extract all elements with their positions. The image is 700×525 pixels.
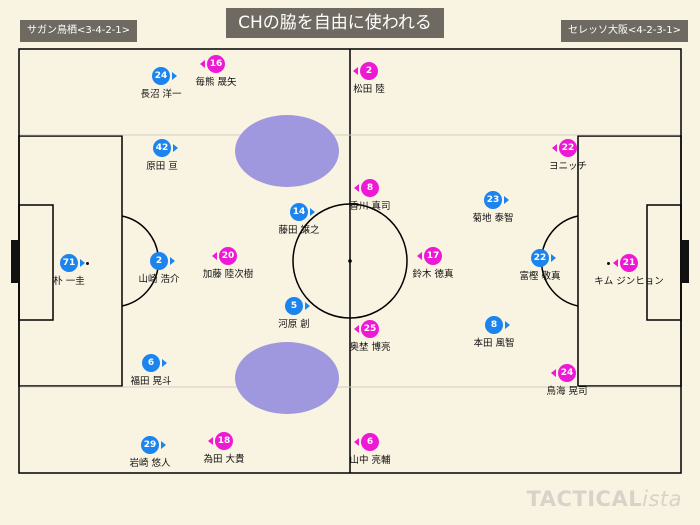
player-name: 毎熊 晟矢	[195, 77, 237, 88]
player-number: 8	[361, 179, 379, 197]
direction-arrow-icon	[305, 302, 310, 310]
center-circle	[292, 203, 408, 319]
direction-arrow-icon	[353, 67, 358, 75]
player-name: 藤田 譲之	[278, 225, 320, 236]
direction-arrow-icon	[551, 369, 556, 377]
ball-icon	[86, 261, 89, 265]
direction-arrow-icon	[170, 257, 175, 265]
player-name: 鈴木 徳真	[412, 269, 454, 280]
player-name: 富樫 敬真	[519, 271, 561, 282]
direction-arrow-icon	[208, 437, 213, 445]
right-goal-area	[646, 204, 682, 321]
player-name: 奥埜 博亮	[349, 342, 391, 353]
direction-arrow-icon	[417, 252, 422, 260]
player-number: 16	[207, 55, 225, 73]
player-number: 24	[152, 67, 170, 85]
player-name: 加藤 陸次樹	[202, 269, 254, 280]
player-number: 6	[142, 354, 160, 372]
space-zone-upper	[235, 115, 339, 187]
left-goal-area	[18, 204, 54, 321]
direction-arrow-icon	[172, 72, 177, 80]
ball-icon	[607, 261, 610, 265]
left-goal	[11, 240, 19, 283]
player-name: 菊地 泰智	[472, 213, 514, 224]
space-zone-lower	[235, 342, 339, 414]
player-number: 2	[150, 252, 168, 270]
player-number: 6	[361, 433, 379, 451]
direction-arrow-icon	[80, 259, 85, 267]
player-number: 5	[285, 297, 303, 315]
player-number: 23	[484, 191, 502, 209]
player-name: 福田 晃斗	[130, 376, 172, 387]
player-name: 香川 真司	[349, 201, 391, 212]
tacticalista-watermark: TACTICALista	[526, 487, 682, 511]
player-number: 18	[215, 432, 233, 450]
player-number: 2	[360, 62, 378, 80]
direction-arrow-icon	[162, 359, 167, 367]
away-team-label: セレッソ大阪<4-2-3-1>	[561, 20, 689, 42]
player-number: 29	[141, 436, 159, 454]
direction-arrow-icon	[354, 184, 359, 192]
direction-arrow-icon	[161, 441, 166, 449]
player-name: 岩崎 悠人	[129, 458, 171, 469]
direction-arrow-icon	[212, 252, 217, 260]
player-number: 71	[60, 254, 78, 272]
direction-arrow-icon	[552, 144, 557, 152]
direction-arrow-icon	[354, 438, 359, 446]
player-name: 松田 陸	[353, 84, 385, 95]
direction-arrow-icon	[551, 254, 556, 262]
player-number: 21	[620, 254, 638, 272]
direction-arrow-icon	[504, 196, 509, 204]
player-name: 山中 亮輔	[349, 455, 391, 466]
player-name: ヨニッチ	[548, 161, 587, 172]
direction-arrow-icon	[310, 208, 315, 216]
player-name: 本田 風智	[473, 338, 515, 349]
player-name: 山崎 浩介	[138, 274, 180, 285]
direction-arrow-icon	[613, 259, 618, 267]
direction-arrow-icon	[200, 60, 205, 68]
player-name: 朴 一圭	[53, 276, 85, 287]
right-goal	[681, 240, 689, 283]
player-number: 22	[559, 139, 577, 157]
player-name: 長沼 洋一	[140, 89, 182, 100]
player-number: 24	[558, 364, 576, 382]
player-name: 為田 大貴	[203, 454, 245, 465]
diagram-title: CHの脇を自由に使われる	[226, 8, 444, 38]
player-number: 42	[153, 139, 171, 157]
direction-arrow-icon	[173, 144, 178, 152]
lane-lines	[20, 134, 680, 388]
player-number: 17	[424, 247, 442, 265]
player-name: 河原 創	[278, 319, 310, 330]
player-number: 22	[531, 249, 549, 267]
player-number: 20	[219, 247, 237, 265]
player-name: 原田 亘	[146, 161, 178, 172]
center-spot	[348, 259, 352, 263]
home-team-label: サガン鳥栖<3-4-2-1>	[20, 20, 138, 42]
player-number: 14	[290, 203, 308, 221]
player-name: キム ジンヒョン	[594, 276, 664, 287]
player-number: 25	[361, 320, 379, 338]
player-name: 鳥海 晃司	[546, 386, 588, 397]
direction-arrow-icon	[354, 325, 359, 333]
direction-arrow-icon	[505, 321, 510, 329]
player-number: 8	[485, 316, 503, 334]
